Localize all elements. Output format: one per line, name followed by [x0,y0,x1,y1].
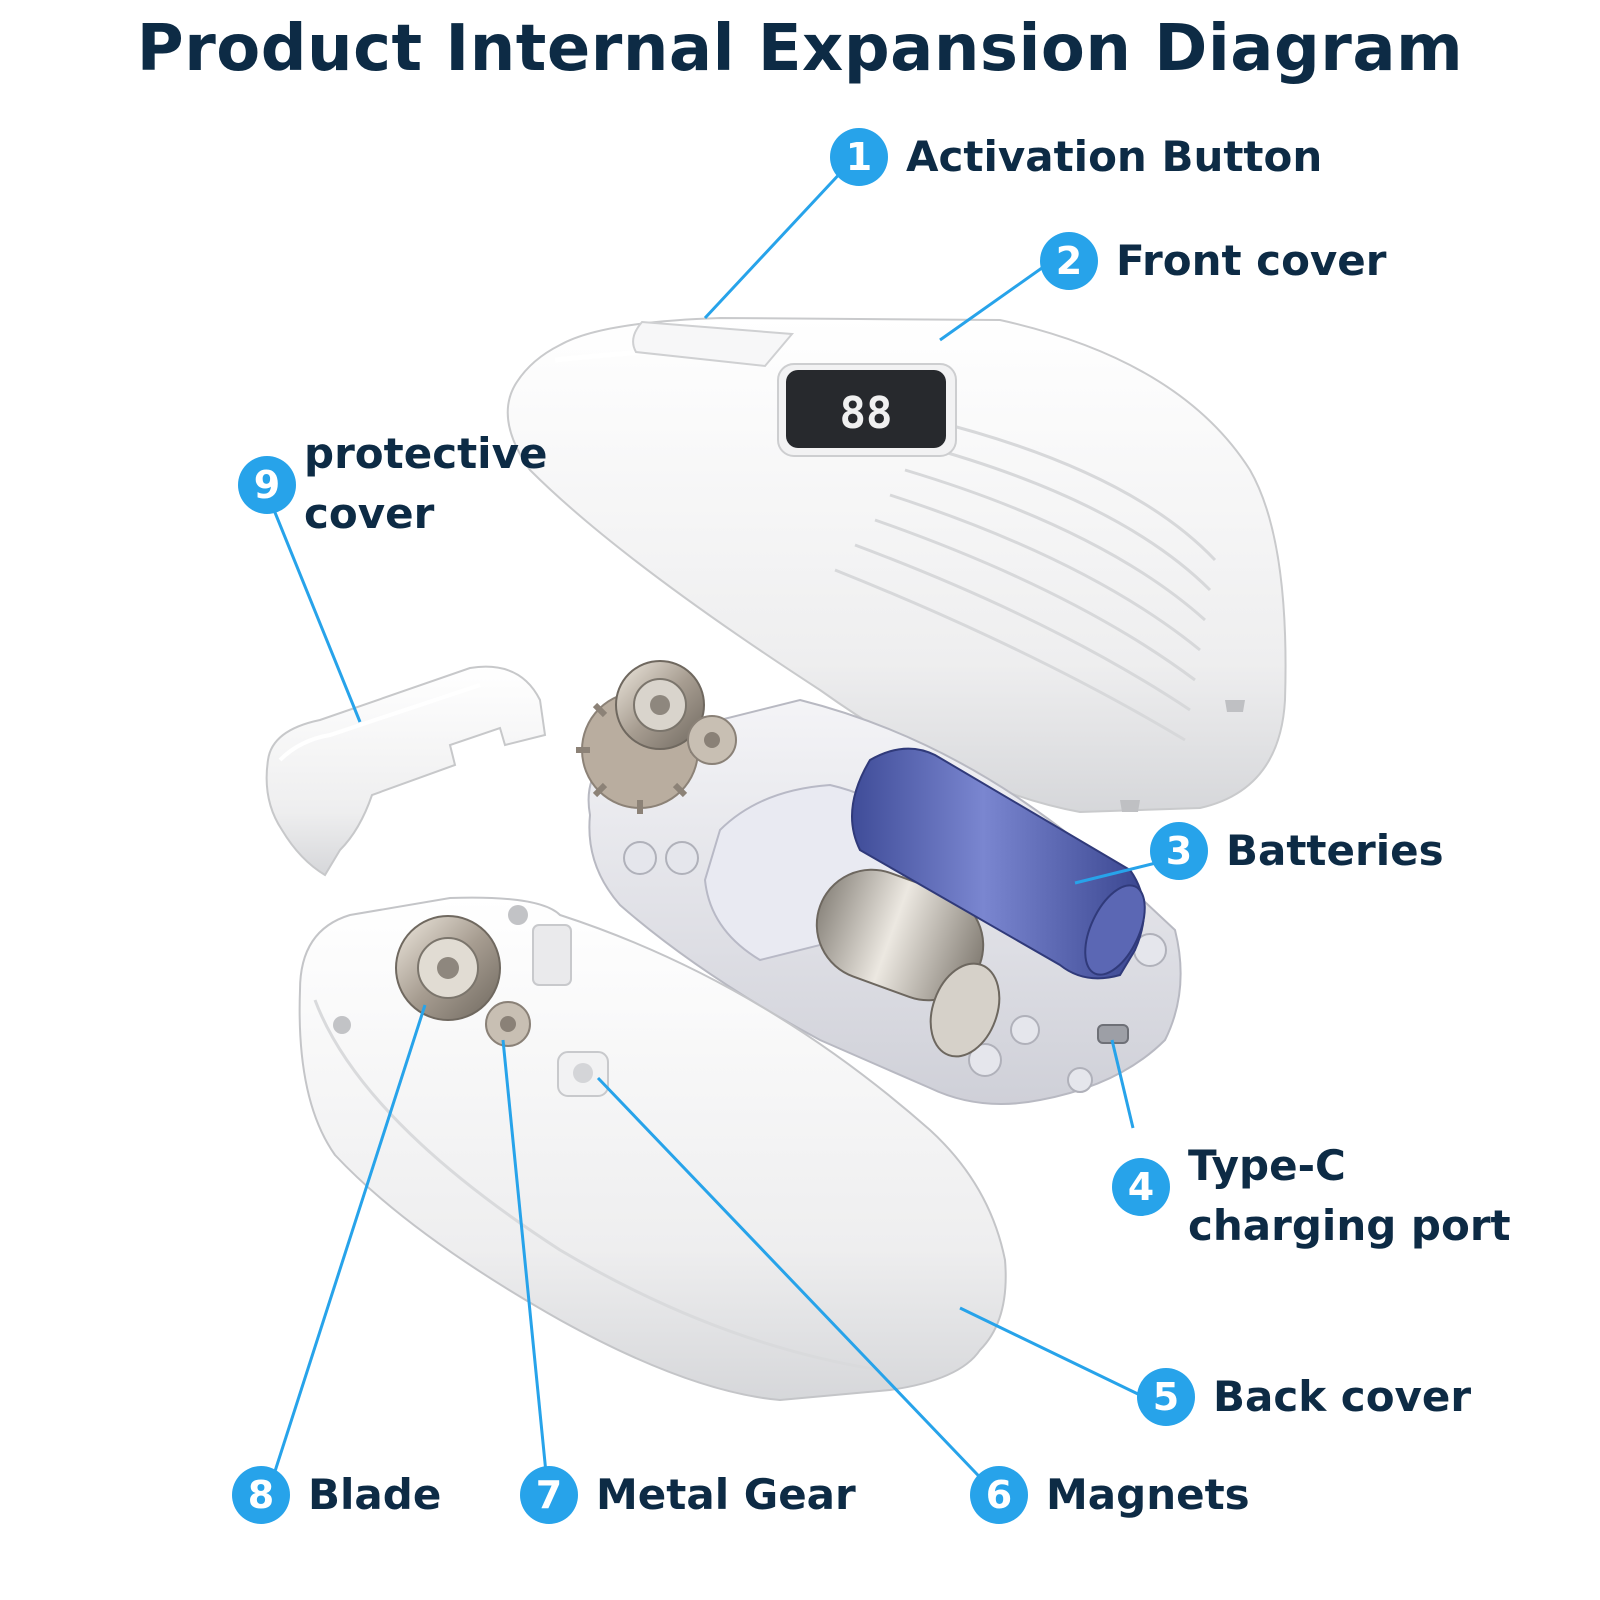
callout-number-badge: 8 [232,1466,290,1524]
callout-type-c-port: 4 Type-C charging port [1112,1136,1511,1256]
page-title: Product Internal Expansion Diagram [136,12,1464,86]
callout-number-badge: 5 [1137,1368,1195,1426]
callout-label-line: charging port [1188,1201,1511,1250]
led-display [786,370,946,448]
callout-label-line: protective [304,429,548,478]
callout-number-badge: 7 [520,1466,578,1524]
callout-label: Front cover [1116,236,1387,285]
callout-number-badge: 2 [1040,232,1098,290]
callout-blade: 8 Blade [232,1464,441,1526]
leader-lines [266,166,1169,1495]
callout-batteries: 3 Batteries [1150,820,1444,882]
front-cover: 88 [506,316,1287,814]
callout-label: Activation Button [906,132,1323,181]
callout-number-badge: 3 [1150,822,1208,880]
callout-label-line: cover [304,489,435,538]
back-cover-part [298,896,1007,1402]
callout-front-cover: 2 Front cover [1040,230,1387,292]
callout-label: Magnets [1046,1470,1250,1519]
display-readout: 88 [840,388,893,439]
callout-magnets: 6 Magnets [970,1464,1250,1526]
activation-button-part [632,320,795,368]
callout-label: Back cover [1213,1372,1472,1421]
callout-metal-gear: 7 Metal Gear [520,1464,856,1526]
callout-label: Batteries [1226,826,1444,875]
callout-number-badge: 4 [1112,1158,1170,1216]
callout-label-line: Type-C [1188,1141,1346,1190]
callout-back-cover: 5 Back cover [1137,1366,1471,1428]
callout-label: protective cover [304,424,547,544]
callout-label: Blade [308,1470,442,1519]
callout-activation-button: 1 Activation Button [830,126,1322,188]
protective-cover-part [265,665,547,877]
callout-label: Metal Gear [596,1470,856,1519]
callout-number-badge: 6 [970,1466,1028,1524]
callout-number-badge: 1 [830,128,888,186]
internal-tray [576,660,1182,1105]
callout-protective-cover: 9 protective cover [238,424,547,544]
callout-label: Type-C charging port [1188,1136,1511,1256]
callout-number-badge: 9 [238,456,296,514]
